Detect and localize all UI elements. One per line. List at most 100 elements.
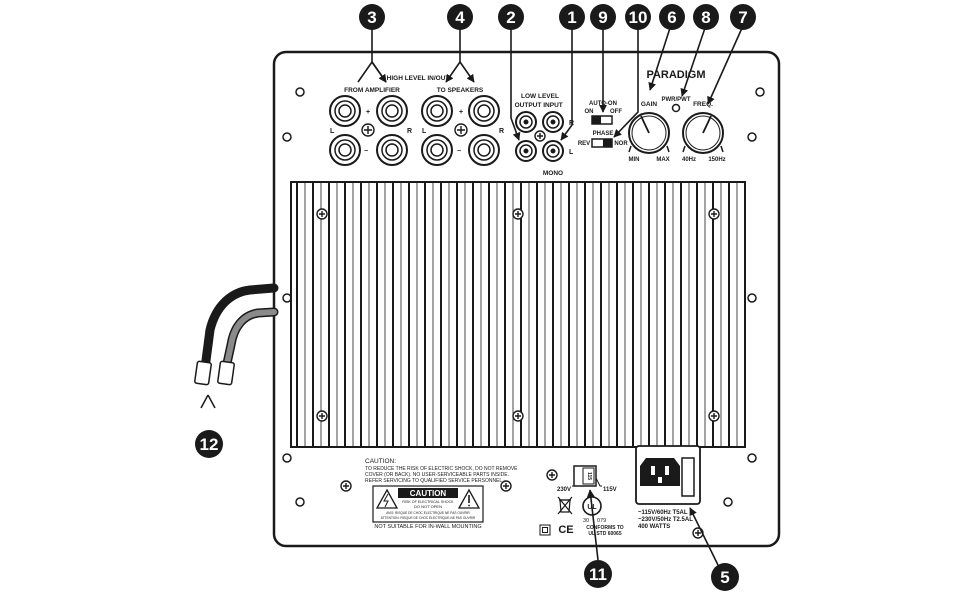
low-level-title: LOW LEVEL [521, 93, 559, 100]
binding-post-polarity-labels: L R L R + + − − [330, 109, 504, 155]
double-insulation-icon [539, 524, 551, 536]
power-rating-line1: ~115V/60Hz T5AL [638, 510, 688, 516]
rca-center-screw [534, 130, 546, 142]
svg-text:9: 9 [598, 8, 607, 27]
binding-post-screws [361, 123, 468, 137]
high-level-title: HIGH LEVEL IN/OUT [387, 75, 450, 82]
callout-6: 6 [659, 4, 685, 30]
binding-post[interactable] [468, 134, 500, 166]
ce-mark: CE [558, 524, 573, 536]
svg-text:4: 4 [455, 8, 465, 27]
auto-on-on-label: ON [585, 109, 594, 115]
voltage-115-label: 115V [603, 487, 617, 493]
rca-input-l-mono[interactable] [542, 140, 564, 162]
from-amplifier-label: FROM AMPLIFIER [344, 87, 400, 94]
ul-std-label: UL STD 60065 [588, 531, 621, 537]
svg-text:+: + [459, 109, 463, 116]
auto-on-switch[interactable] [591, 115, 613, 125]
svg-text:7: 7 [738, 8, 747, 27]
gain-label: GAIN [641, 101, 658, 108]
svg-text:2: 2 [506, 8, 515, 27]
rca-jacks [515, 111, 564, 162]
binding-post[interactable] [421, 134, 453, 166]
callout-1: 1 [559, 4, 585, 30]
callout-3: 3 [359, 4, 385, 30]
svg-text:11: 11 [589, 565, 607, 584]
voltage-selector-leads [572, 477, 602, 487]
gain-min-label: MIN [629, 157, 640, 163]
mono-label: MONO [543, 170, 563, 177]
freq-max-label: 150Hz [708, 157, 725, 163]
rca-input-r[interactable] [542, 111, 564, 133]
svg-text:5: 5 [720, 568, 729, 587]
phase-switch[interactable] [591, 138, 613, 148]
caution-text-line3: REFER SERVICING TO QUALIFIED SERVICE PER… [365, 478, 504, 484]
binding-post[interactable] [329, 134, 361, 166]
exclamation-warning-icon [457, 488, 481, 509]
iec-power-inlet[interactable] [635, 445, 701, 505]
shock-warning-icon [375, 488, 399, 509]
svg-text:L: L [330, 128, 335, 135]
pwr-pwt-label: PWR/PWT [662, 97, 691, 103]
heatsink [290, 181, 746, 448]
weee-bin-icon [557, 496, 573, 515]
rca-output-l[interactable] [515, 140, 537, 162]
svg-text:−: − [457, 148, 461, 155]
binding-post[interactable] [468, 95, 500, 127]
binding-post[interactable] [329, 95, 361, 127]
svg-text:6: 6 [667, 8, 676, 27]
phase-rev-label: REV [578, 141, 590, 147]
frequency-knob[interactable] [682, 112, 724, 154]
svg-text:8: 8 [701, 8, 710, 27]
callouts: 3 4 2 1 9 10 6 8 7 12 11 5 [195, 4, 756, 591]
svg-text:+: + [366, 109, 370, 116]
not-suitable-label: NOT SUITABLE FOR IN-WALL MOUNTING [374, 524, 481, 530]
phase-nor-label: NOR [614, 141, 628, 147]
svg-text:10: 10 [629, 8, 648, 27]
callout-7: 7 [730, 4, 756, 30]
gain-knob[interactable] [628, 112, 670, 154]
phase-label: PHASE [593, 131, 614, 137]
freq-range-arrows [682, 145, 724, 153]
cert-number-1: 30 [583, 518, 589, 524]
binding-post[interactable] [421, 95, 453, 127]
freq-min-label: 40Hz [682, 157, 696, 163]
input-label: INPUT [543, 102, 563, 109]
voltage-selector-switch[interactable] [573, 465, 597, 487]
power-led [671, 103, 681, 113]
power-wires [194, 283, 279, 409]
caution-box-title: CAUTION [410, 489, 447, 498]
caution-box-fr2: ATTENTION: RISQUE DE CHOC ÉLECTRIQUE-NE … [381, 515, 476, 520]
lower-panel-screws [340, 469, 704, 539]
callout-10: 10 [625, 4, 651, 30]
voltage-switch-value: 115 [586, 472, 592, 480]
gain-range-arrows [628, 145, 670, 153]
freq-label: FREQ. [693, 101, 713, 108]
caution-text-line2: COVER (OR BACK). NO USER-SERVICEABLE PAR… [365, 472, 509, 478]
fuse-holder[interactable] [681, 457, 695, 497]
binding-post[interactable] [376, 134, 408, 166]
svg-text:R: R [407, 128, 412, 135]
svg-text:12: 12 [200, 435, 219, 454]
speaker-binding-posts [329, 95, 500, 166]
output-label: OUTPUT [515, 102, 542, 109]
svg-text:−: − [364, 148, 368, 155]
callout-8: 8 [693, 4, 719, 30]
power-rating-line2: ~230V/50Hz T2.5AL [638, 517, 693, 523]
rca-output-r[interactable] [515, 111, 537, 133]
cert-number-2: 079 [597, 518, 606, 524]
conforms-to-label: CONFORMS TO [586, 525, 624, 531]
to-speakers-label: TO SPEAKERS [437, 87, 484, 94]
caution-box-sub2: DO NOT OPEN [414, 504, 442, 509]
caution-box-sub1: RISK OF ELECTRICAL SHOCK [402, 500, 454, 504]
caution-title: CAUTION: [365, 458, 396, 465]
callout-9: 9 [590, 4, 616, 30]
binding-post[interactable] [376, 95, 408, 127]
rca-l-label: L [569, 149, 574, 156]
callout-2: 2 [498, 4, 524, 30]
caution-label-box: CAUTION RISK OF ELECTRICAL SHOCK DO NOT … [372, 485, 484, 523]
heatsink-fins [296, 183, 738, 446]
callout-11: 11 [584, 560, 612, 588]
svg-text:L: L [422, 128, 427, 135]
